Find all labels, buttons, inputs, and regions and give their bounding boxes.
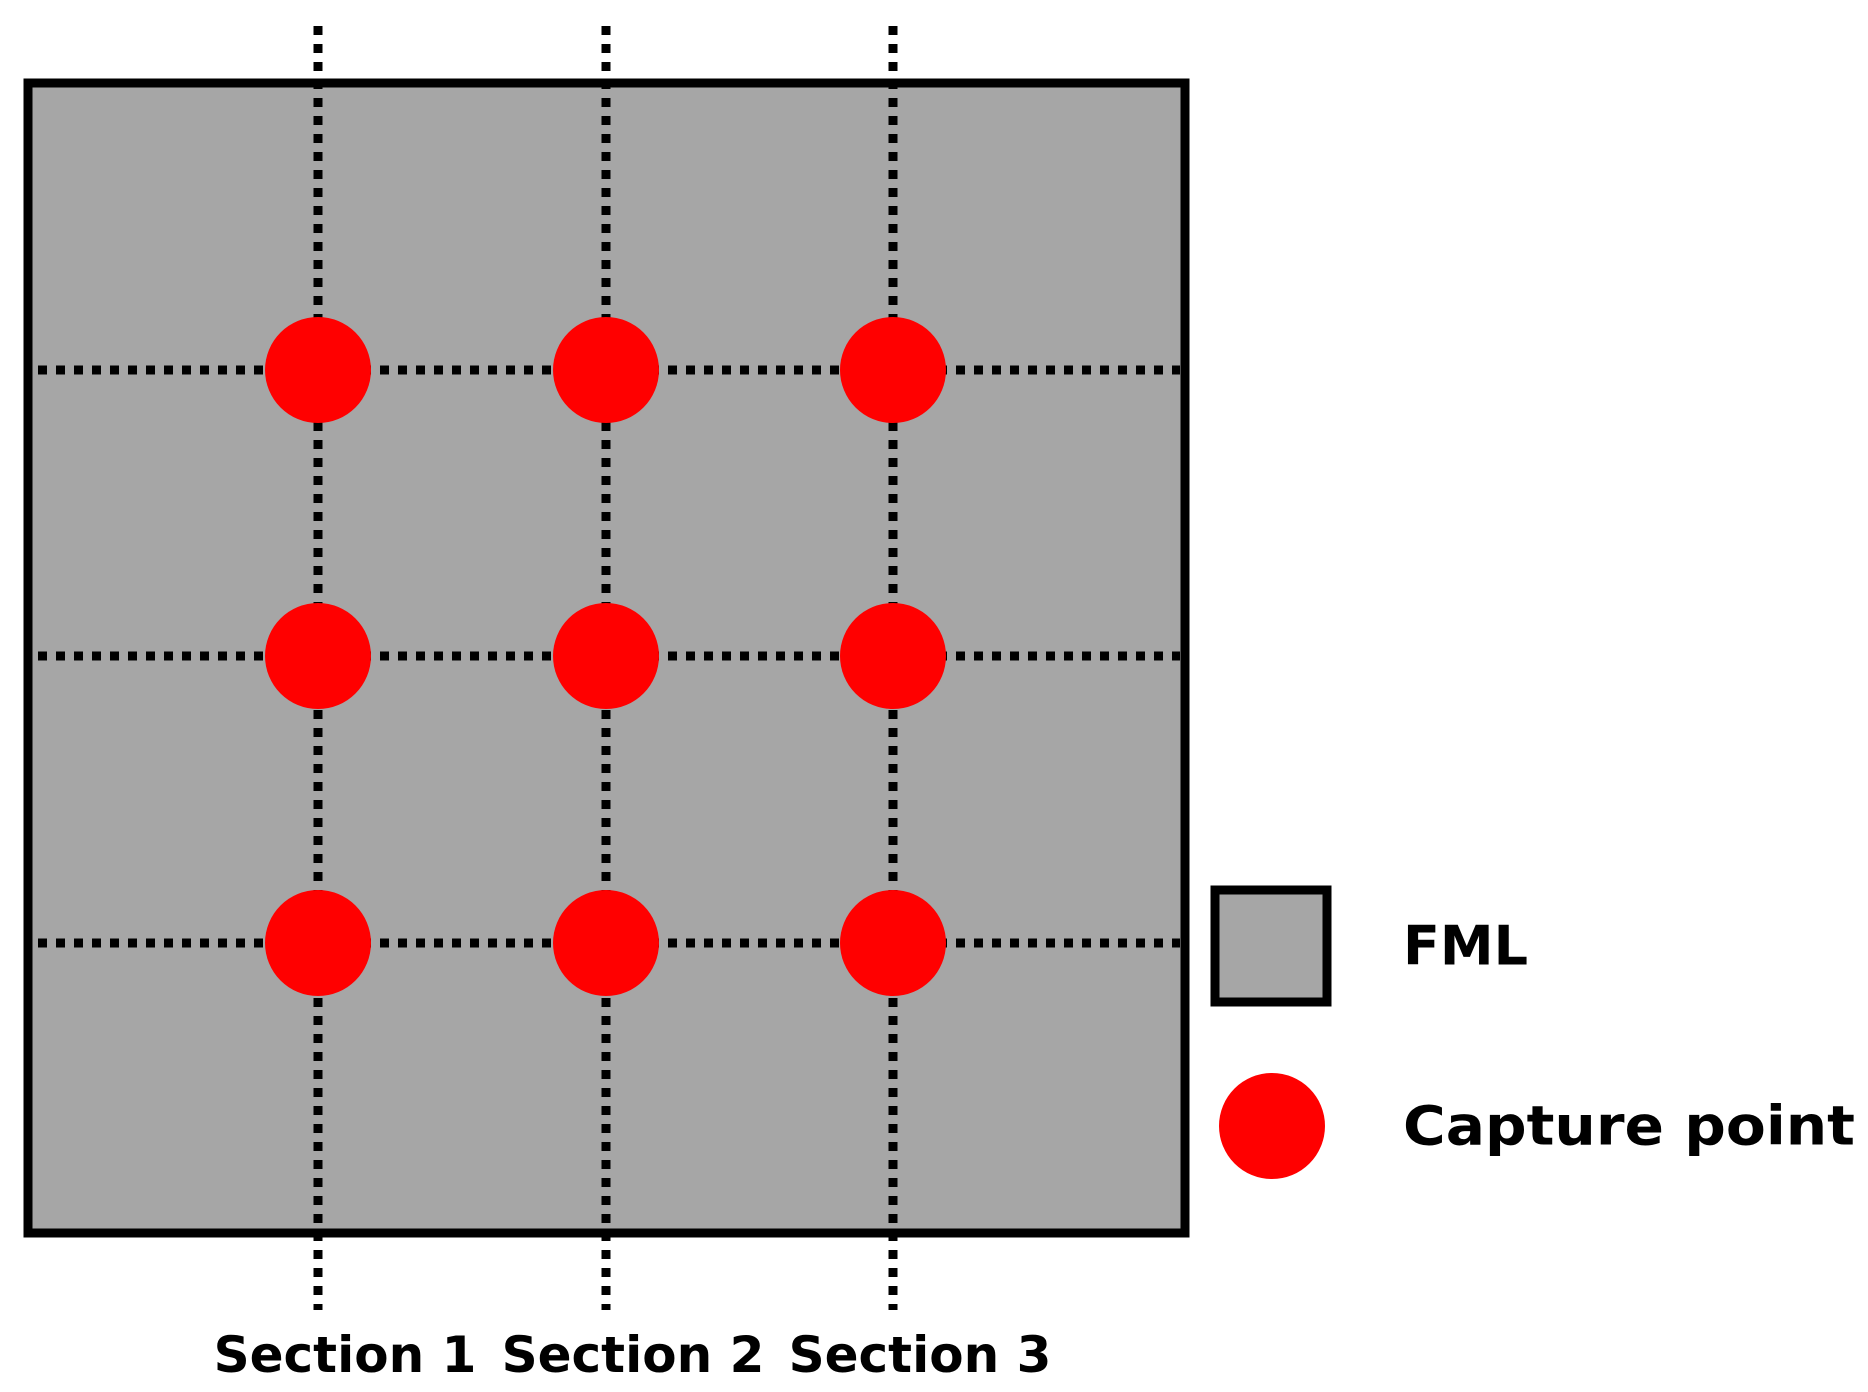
legend-fml-swatch <box>1210 885 1332 1007</box>
capture-point <box>265 890 371 996</box>
capture-point <box>553 890 659 996</box>
legend: FML Capture point <box>1210 885 1855 1179</box>
capture-points <box>265 317 946 996</box>
capture-point <box>840 890 946 996</box>
section-2-label: Section 2 <box>502 1326 765 1384</box>
section-1-label: Section 1 <box>214 1326 477 1384</box>
capture-point <box>265 603 371 709</box>
section-lines <box>313 26 898 1310</box>
legend-fml-label: FML <box>1403 915 1528 978</box>
legend-capture-point-label: Capture point <box>1403 1095 1855 1158</box>
section-3-label: Section 3 <box>789 1326 1052 1384</box>
legend-capture-point-swatch <box>1219 1073 1325 1179</box>
capture-point <box>265 317 371 423</box>
capture-point <box>840 317 946 423</box>
capture-point <box>553 317 659 423</box>
capture-point <box>840 603 946 709</box>
capture-point <box>553 603 659 709</box>
